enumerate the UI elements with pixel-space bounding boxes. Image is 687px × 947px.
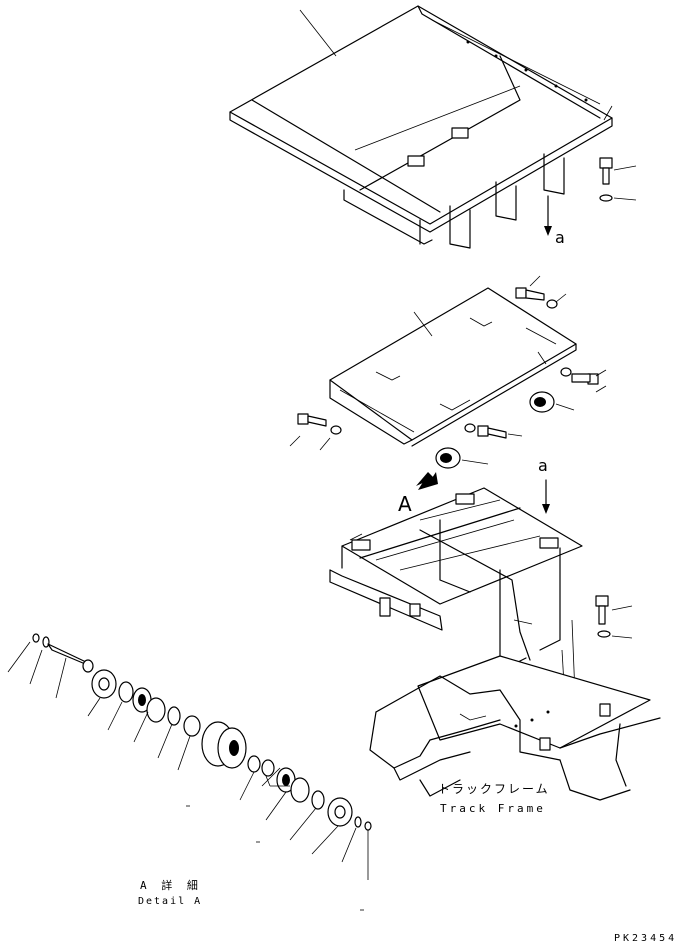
- middle-tray: [329, 287, 577, 447]
- roller-middle: [435, 391, 575, 469]
- detail-title-jp: A 詳 細: [140, 879, 202, 892]
- bolt-washer-top: [599, 157, 637, 202]
- detail-title-en: Detail A: [138, 896, 203, 907]
- arrow-a-top-label: a: [555, 228, 565, 247]
- lower-frame: [329, 487, 583, 665]
- drawing-code: PK23454: [614, 933, 678, 944]
- track-frame: [369, 655, 661, 801]
- top-platform: [229, 5, 613, 249]
- arrow-a-mid: [542, 479, 550, 514]
- bolt-washer-middle: [289, 275, 607, 451]
- track-frame-en-label: Track Frame: [440, 802, 546, 815]
- view-arrow-a: [416, 472, 438, 490]
- arrow-a-mid-label: a: [538, 456, 548, 475]
- arrow-a-top: [544, 195, 552, 236]
- track-frame-jp-label: トラックフレーム: [438, 782, 550, 796]
- view-letter-label: A: [398, 492, 412, 516]
- detail-a-roller: [7, 633, 372, 911]
- bolt-washer-lower: [595, 595, 633, 639]
